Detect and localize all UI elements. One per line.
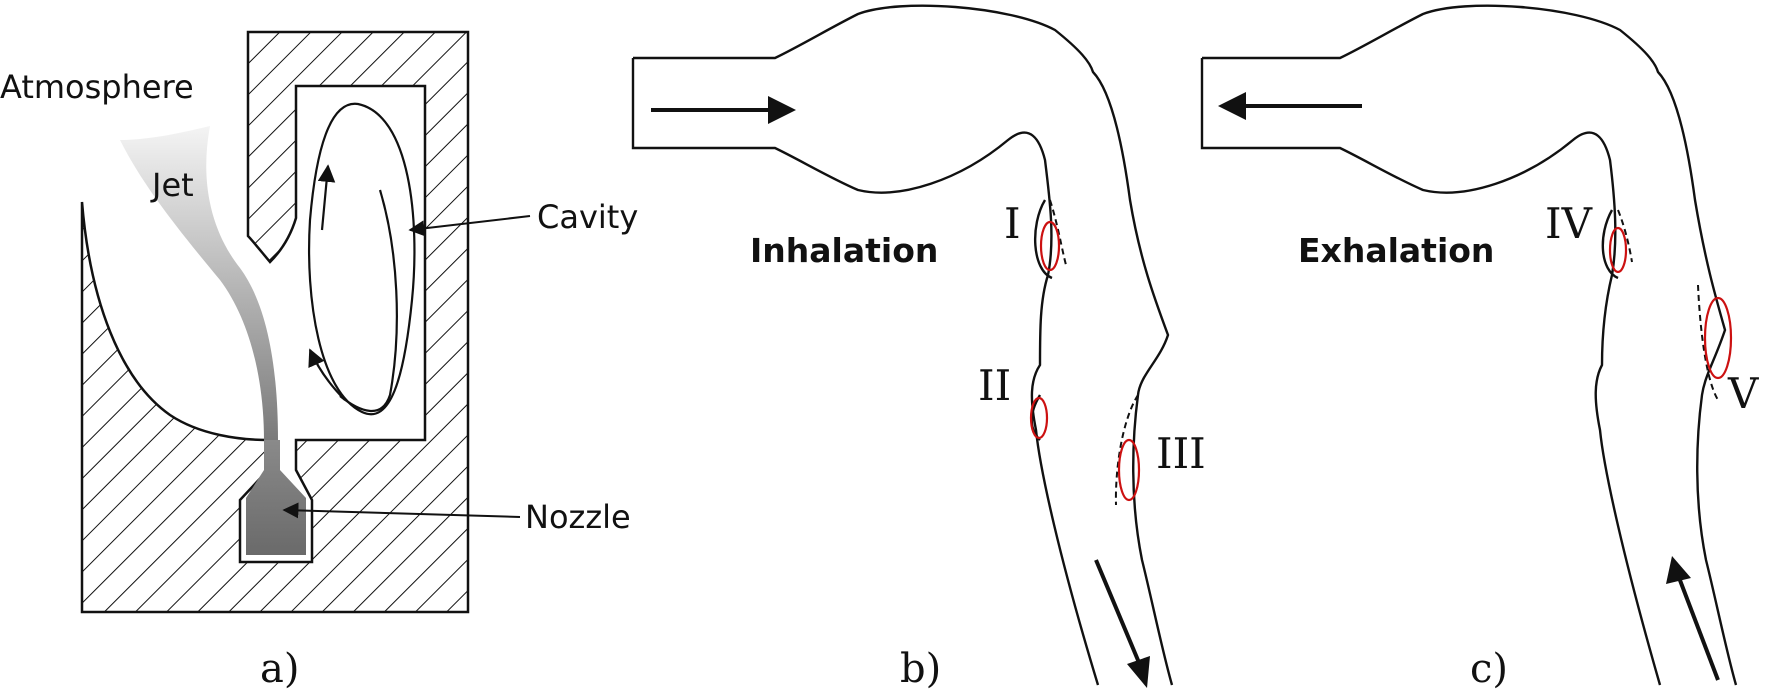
exhalation-title: Exhalation: [1298, 231, 1494, 270]
region-V-label: V: [1727, 369, 1759, 418]
vortex-IV: [1608, 226, 1628, 274]
panel-c: Exhalation IV V c): [1200, 4, 1759, 692]
inflow-arrowhead: [768, 96, 796, 124]
separation-I: [1049, 199, 1067, 266]
bulge-I: [1034, 199, 1053, 280]
cavity-leader: [408, 215, 531, 237]
atmosphere-label: Atmosphere: [0, 68, 194, 106]
separation-III: [1114, 394, 1139, 506]
region-II-label: II: [978, 361, 1011, 410]
downflow-arrow: [1094, 559, 1142, 666]
bulge-IV: [1601, 209, 1619, 280]
separation-IV: [1617, 209, 1633, 263]
region-IV-label: IV: [1545, 199, 1593, 248]
caption-c: c): [1470, 646, 1508, 692]
vortex-III: [1117, 438, 1141, 502]
jet-plume: [120, 126, 278, 440]
region-III-label: III: [1156, 429, 1206, 478]
airway-outline-b: [631, 4, 1174, 686]
region-I-label: I: [1004, 199, 1021, 248]
panel-a: Atmosphere Jet Cavity Nozzle a): [0, 30, 638, 692]
separation-V: [1697, 284, 1719, 401]
cavity-label: Cavity: [537, 198, 638, 236]
caption-b: b): [900, 646, 941, 692]
cavity-vortex-outer: [307, 102, 416, 416]
panel-b: Inhalation I II III b): [631, 4, 1206, 692]
hatched-body: [80, 30, 470, 614]
nozzle-leader: [282, 502, 521, 519]
cavity-arrow-left: [308, 348, 346, 401]
upflow-arrowhead: [1666, 556, 1691, 584]
caption-a: a): [260, 646, 299, 692]
vortex-I: [1039, 220, 1061, 272]
inhalation-title: Inhalation: [750, 231, 938, 270]
vortex-V: [1703, 296, 1733, 380]
cavity-vortex-inner: [339, 189, 398, 413]
outflow-arrowhead: [1218, 92, 1246, 120]
vortex-II: [1029, 396, 1049, 440]
upflow-arrow: [1676, 574, 1720, 681]
jet-label: Jet: [150, 166, 194, 204]
cavity-arrow-up: [317, 164, 336, 231]
nozzle-shape: [246, 440, 306, 555]
nozzle-label: Nozzle: [525, 498, 631, 536]
downflow-arrowhead: [1127, 656, 1150, 688]
